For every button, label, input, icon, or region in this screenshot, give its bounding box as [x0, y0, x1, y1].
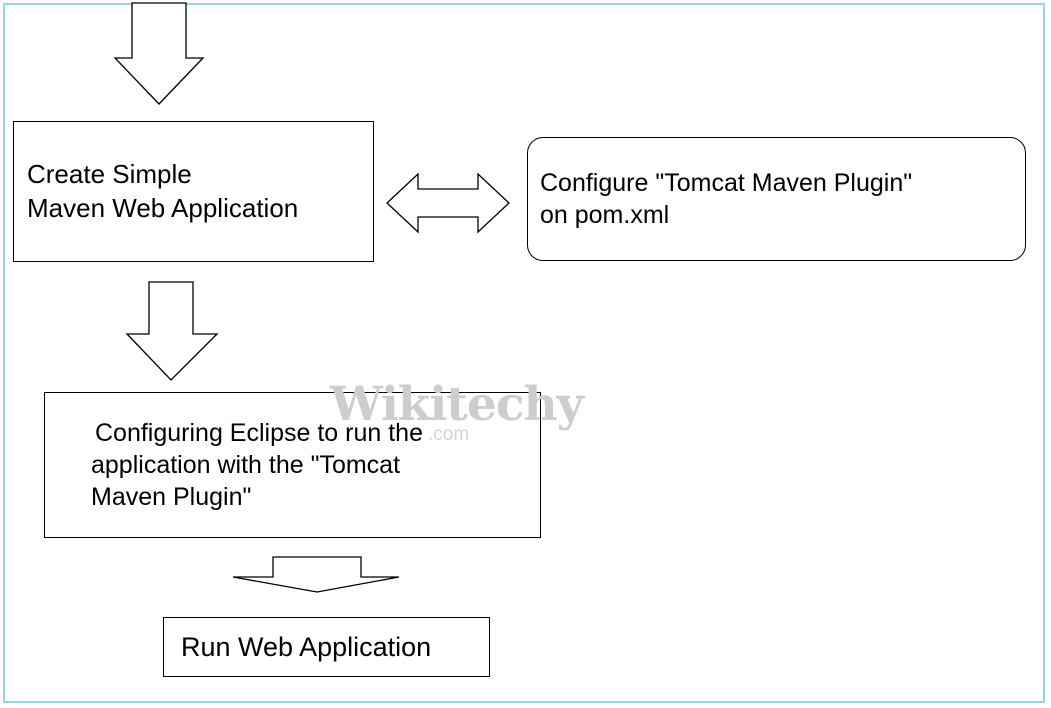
arrow-left-right-bidirectional-icon: [386, 172, 510, 234]
node-configure-pom-line-2: on pom.xml: [540, 201, 670, 229]
node-configure-eclipse-line-2: application with the "Tomcat: [91, 451, 401, 479]
node-configure-eclipse-line-3: Maven Plugin": [91, 483, 252, 511]
arrow-down-into-create-icon: [113, 2, 205, 105]
arrow-down-to-configure-eclipse-icon: [125, 281, 219, 381]
node-configuring-eclipse-tomcat-maven-plugin[interactable]: Configuring Eclipse to run the applicati…: [44, 392, 541, 538]
node-create-line-2: Maven Web Application: [27, 192, 299, 223]
node-run-line-1: Run Web Application: [181, 631, 432, 662]
node-run-web-application[interactable]: Run Web Application: [163, 617, 490, 677]
node-configure-pom-line-1: Configure "Tomcat Maven Plugin": [540, 169, 913, 197]
node-create-simple-maven-web-application[interactable]: Create Simple Maven Web Application: [13, 121, 374, 262]
node-configure-eclipse-line-1: Configuring Eclipse to run the: [95, 419, 423, 447]
node-create-line-1: Create Simple: [27, 159, 192, 190]
arrow-down-to-run-icon: [232, 556, 400, 593]
node-configure-tomcat-maven-plugin-pom[interactable]: Configure "Tomcat Maven Plugin" on pom.x…: [527, 137, 1026, 261]
